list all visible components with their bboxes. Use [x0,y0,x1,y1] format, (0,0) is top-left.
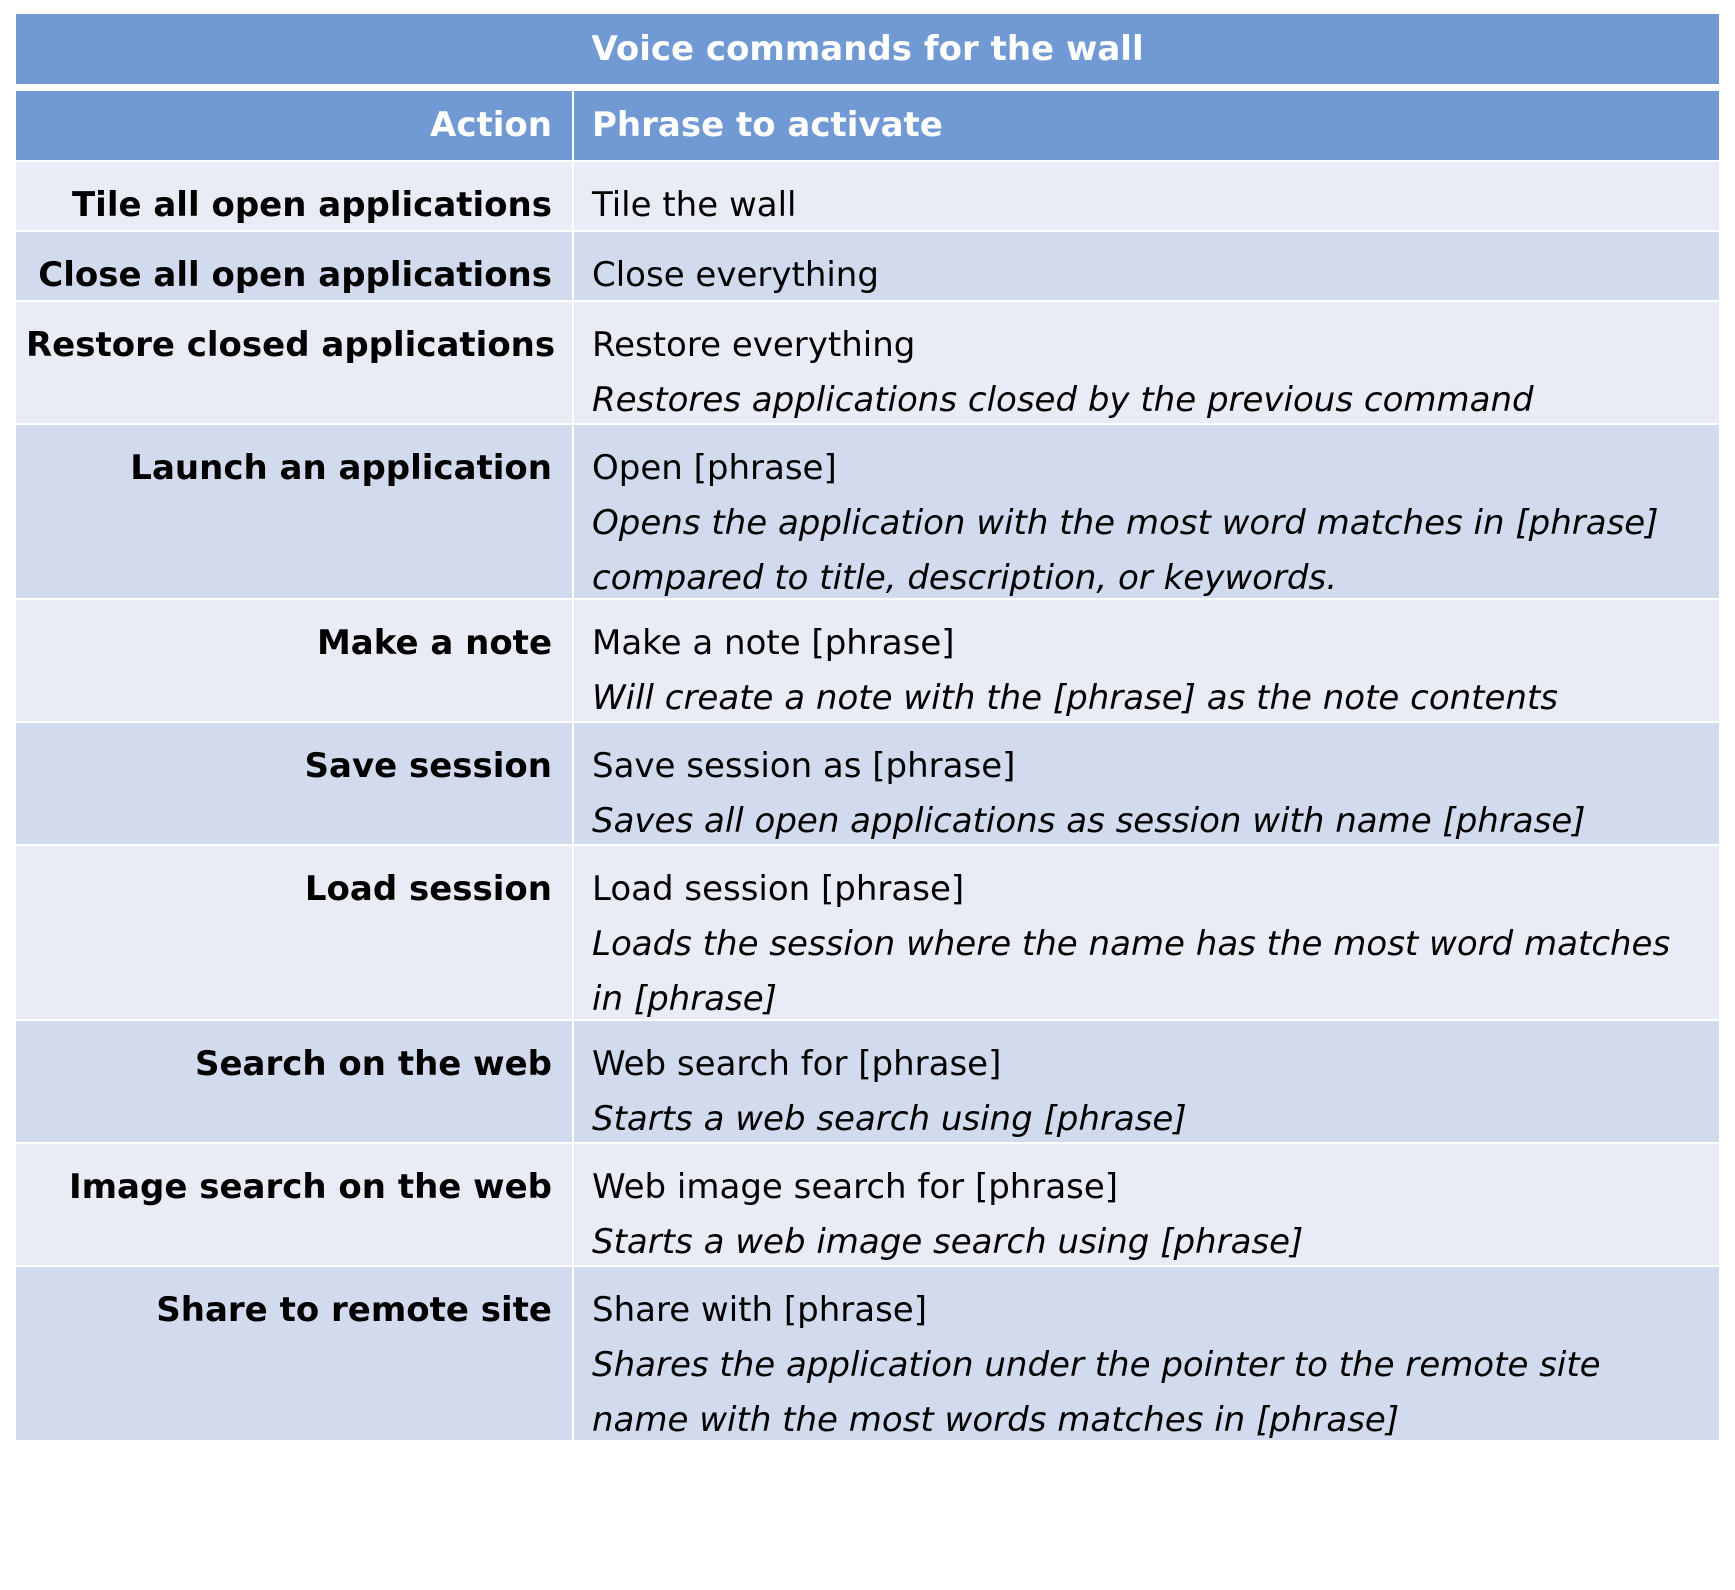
row-phrase-cell: Web search for [phrase] Starts a web sea… [574,1021,1719,1142]
row-phrase-cell: Tile the wall [574,162,1719,230]
row-action: Restore closed applications [16,302,574,423]
header-phrase: Phrase to activate [592,105,943,145]
row-phrase-cell: Close everything [574,232,1719,300]
row-phrase: Web image search for [phrase] [592,1167,1119,1207]
row-phrase-cell: Load session [phrase] Loads the session … [574,846,1719,1019]
row-phrase-cell: Save session as [phrase] Saves all open … [574,723,1719,844]
row-phrase: Open [phrase] [592,448,837,488]
table-row: Close all open applications Close everyt… [16,232,1719,302]
table-row: Restore closed applications Restore ever… [16,302,1719,425]
row-phrase-cell: Web image search for [phrase] Starts a w… [574,1144,1719,1265]
table-header-row: Action Phrase to activate [16,88,1719,162]
row-action: Save session [16,723,574,844]
row-action: Share to remote site [16,1267,574,1440]
row-phrase-cell: Open [phrase] Opens the application with… [574,425,1719,598]
table-row: Tile all open applications Tile the wall [16,162,1719,232]
table-row: Image search on the web Web image search… [16,1144,1719,1267]
voice-commands-table: Voice commands for the wall Action Phras… [16,14,1719,1442]
row-action: Load session [16,846,574,1019]
row-action: Search on the web [16,1021,574,1142]
row-description: Will create a note with the [phrase] as … [592,678,1559,718]
table-row: Load session Load session [phrase] Loads… [16,846,1719,1021]
table-row: Share to remote site Share with [phrase]… [16,1267,1719,1442]
row-description: Starts a web image search using [phrase] [592,1222,1304,1262]
row-phrase: Save session as [phrase] [592,746,1016,786]
row-phrase: Tile the wall [592,185,797,225]
row-description: Saves all open applications as session w… [592,801,1586,841]
table-row: Launch an application Open [phrase] Open… [16,425,1719,600]
row-phrase: Restore everything [592,325,916,365]
row-action: Tile all open applications [16,162,574,230]
row-description: Loads the session where the name has the… [592,924,1671,1019]
table-row: Save session Save session as [phrase] Sa… [16,723,1719,846]
row-phrase: Web search for [phrase] [592,1044,1002,1084]
row-action: Make a note [16,600,574,721]
row-phrase-cell: Make a note [phrase] Will create a note … [574,600,1719,721]
table-title: Voice commands for the wall [16,14,1719,88]
row-phrase: Close everything [592,255,879,295]
row-phrase-cell: Restore everything Restores applications… [574,302,1719,423]
row-description: Restores applications closed by the prev… [592,380,1534,420]
header-action: Action [16,91,574,160]
row-phrase: Share with [phrase] [592,1290,927,1330]
row-action: Launch an application [16,425,574,598]
row-action: Image search on the web [16,1144,574,1265]
row-phrase: Make a note [phrase] [592,623,955,663]
table-row: Search on the web Web search for [phrase… [16,1021,1719,1144]
row-description: Starts a web search using [phrase] [592,1099,1187,1139]
row-phrase-cell: Share with [phrase] Shares the applicati… [574,1267,1719,1440]
row-action: Close all open applications [16,232,574,300]
row-phrase: Load session [phrase] [592,869,965,909]
table-row: Make a note Make a note [phrase] Will cr… [16,600,1719,723]
row-description: Opens the application with the most word… [592,503,1659,598]
row-description: Shares the application under the pointer… [592,1345,1601,1440]
